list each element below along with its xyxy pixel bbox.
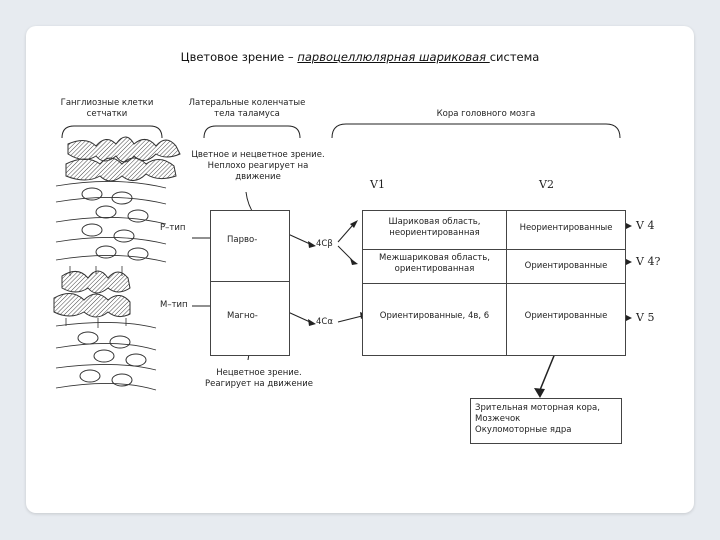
header-cortex: Кора головного мозга — [436, 109, 536, 119]
parvo-label: Парво- — [227, 235, 258, 245]
note-color-vision: Цветное и нецветное зрение. Неплохо реаг… — [178, 150, 338, 183]
magno-label: Магно- — [227, 311, 258, 321]
arrow-4cb-to-interblob — [337, 245, 353, 261]
title-suffix: система — [489, 50, 540, 64]
layer-4ca-label: 4Сα — [316, 317, 333, 327]
mtype-label: М–тип — [160, 300, 188, 310]
cell-blob-line2: неориентированная — [389, 228, 480, 238]
ptype-label: Р–тип — [160, 223, 186, 233]
layer-4cb-label: 4Сβ — [316, 239, 333, 249]
cell-v2-c: Ориентированные — [524, 311, 608, 321]
lgn-box: Парво- Магно- — [210, 210, 290, 356]
v1-v2-box: Шариковая область, неориентированная Меж… — [362, 210, 626, 356]
cell-interblob: Межшариковая область, ориентированная — [363, 253, 506, 275]
cell-interblob-line2: ориентированная — [394, 264, 475, 274]
note-color-line1: Цветное и нецветное зрение. — [191, 150, 325, 160]
bracket-lgn — [203, 125, 301, 139]
arrow-magno-to-4ca — [287, 311, 311, 323]
output-v4: V 4 — [636, 219, 655, 232]
note-color-line3: движение — [235, 172, 281, 182]
cell-v2-b: Ориентированные — [524, 261, 608, 271]
note-noncolor-vision: Нецветное зрение. Реагирует на движение — [198, 368, 320, 390]
target-line2: Мозжечок — [475, 414, 521, 424]
cell-blob: Шариковая область, неориентированная — [363, 217, 506, 239]
title-prefix: Цветовое зрение – — [180, 50, 298, 64]
note-noncolor-line2: Реагирует на движение — [205, 379, 313, 389]
header-ganglion-line2: сетчатки — [86, 109, 128, 119]
target-line1: Зрительная моторная кора, — [475, 403, 600, 413]
header-ganglion: Ганглиозные клетки сетчатки — [52, 98, 162, 120]
v2-label: V2 — [539, 178, 554, 191]
header-ganglion-line1: Ганглиозные клетки — [60, 98, 154, 108]
cell-interblob-line1: Межшариковая область, — [379, 253, 490, 263]
bracket-ganglion — [61, 125, 163, 139]
header-lgn: Латеральные коленчатые тела таламуса — [182, 98, 312, 120]
v1-label: V1 — [370, 178, 385, 191]
targets-box: Зрительная моторная кора, Мозжечок Окуло… — [470, 398, 622, 444]
cell-layer: Ориентированные, 4в, 6 — [379, 311, 490, 321]
bracket-cortex — [331, 123, 621, 139]
header-lgn-line1: Латеральные коленчатые — [188, 98, 306, 108]
header-lgn-line2: тела таламуса — [214, 109, 280, 119]
note-color-line2: Неплохо реагирует на — [207, 161, 309, 171]
title-emphasis: парвоцеллюлярная шариковая — [297, 50, 490, 64]
page-title: Цветовое зрение – парвоцеллюлярная шарик… — [26, 50, 694, 64]
output-v5: V 5 — [636, 311, 655, 324]
cell-v2-a: Неориентированные — [519, 223, 613, 233]
arrow-4ca-to-layer — [337, 315, 363, 323]
arrow-4cb-to-blob — [337, 225, 353, 243]
arrow-parvo-to-4cb — [287, 233, 311, 245]
note-noncolor-line1: Нецветное зрение. — [216, 368, 302, 378]
slide: Цветовое зрение – парвоцеллюлярная шарик… — [26, 26, 694, 513]
output-v47: V 4? — [636, 255, 661, 268]
target-line3: Окуломоторные ядра — [475, 425, 572, 435]
cell-blob-line1: Шариковая область, — [388, 217, 481, 227]
retina-illustration — [53, 136, 181, 391]
